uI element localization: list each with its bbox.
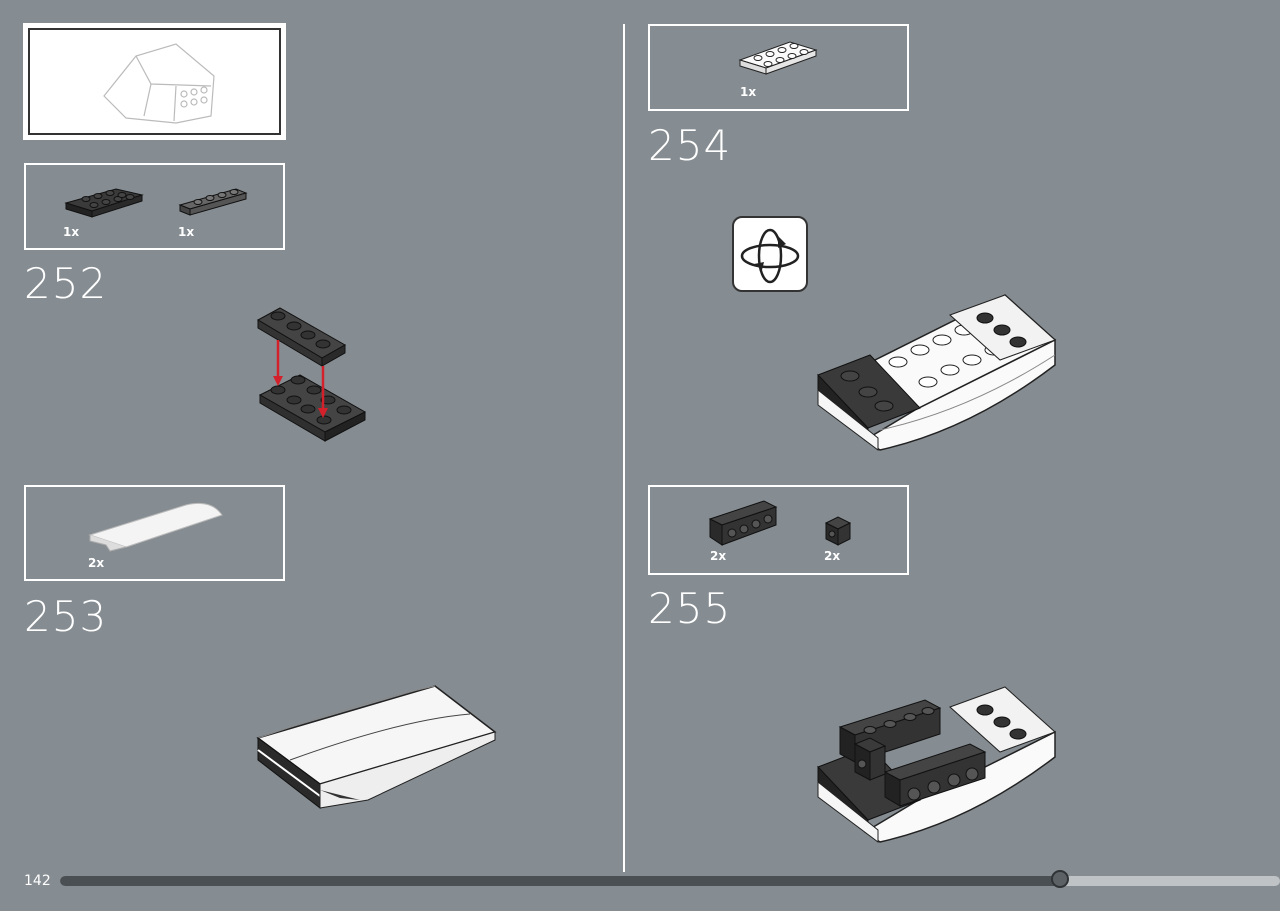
plate-2x4-white-icon: [738, 41, 818, 75]
step-number: 255: [648, 584, 732, 633]
step-number: 252: [24, 259, 108, 308]
parts-list-step-253: 2x: [24, 485, 285, 581]
page-divider: [623, 24, 625, 872]
quantity-label: 2x: [824, 549, 841, 563]
quantity-label: 2x: [710, 549, 727, 563]
parts-list-step-252: 1x 1x: [24, 163, 285, 250]
step-number: 254: [648, 121, 732, 170]
submodel-preview-image: [103, 43, 215, 124]
quantity-label: 1x: [178, 225, 195, 239]
step-252-illustration: [256, 307, 367, 442]
page-number: 142: [24, 873, 51, 889]
quantity-label: 1x: [740, 85, 757, 99]
quantity-label: 1x: [63, 225, 80, 239]
curved-slope-white-icon: [88, 502, 223, 552]
submodel-callout: [23, 23, 286, 140]
brick-1x4-studs-side-black-icon: [708, 500, 778, 546]
progress-handle[interactable]: [1051, 870, 1070, 888]
rotate-model-icon: [732, 216, 808, 292]
progress-fill: [60, 876, 1061, 886]
progress-bar[interactable]: [60, 870, 1280, 888]
parts-list-step-254: 1x: [648, 24, 909, 111]
parts-list-step-255: 2x 2x: [648, 485, 909, 575]
step-254-illustration: [817, 294, 1057, 451]
step-253-illustration: [256, 685, 497, 810]
plate-2x4-black-icon: [64, 188, 144, 218]
step-255-illustration: [817, 686, 1056, 843]
step-number: 253: [24, 592, 108, 641]
brick-1x1-stud-side-black-icon: [824, 516, 852, 546]
plate-1x4-dark-gray-icon: [178, 188, 248, 216]
quantity-label: 2x: [88, 556, 105, 570]
